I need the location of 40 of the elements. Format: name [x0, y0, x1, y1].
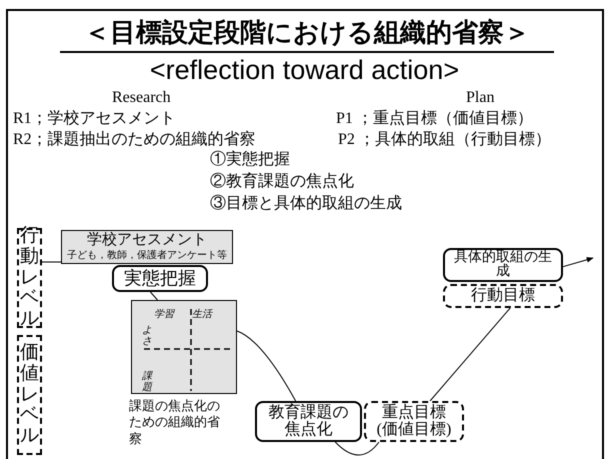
level-box: [17, 228, 42, 328]
subtitle: <reflection toward action>: [148, 54, 460, 87]
matrix-box: [131, 300, 237, 394]
node-label: 実態把握: [124, 267, 196, 290]
goal-box: [364, 401, 464, 442]
text-label: ①実態把握: [210, 150, 290, 170]
arrow: [562, 257, 594, 268]
connector-line: [334, 442, 380, 456]
node-label: 学校アセスメント: [87, 231, 207, 250]
text-label: P1 ；重点目標（価値目標）: [336, 109, 533, 129]
node-label: 重点目標 (価値目標): [376, 404, 452, 438]
connector-line: [42, 261, 62, 262]
node-label: 具体的取組の生成: [453, 251, 553, 279]
axis-label: 学習: [154, 308, 174, 322]
connector-line: [236, 330, 296, 402]
node-label: 行動目標: [471, 286, 535, 306]
process-box: [255, 401, 362, 442]
axis-label: 課題: [142, 371, 152, 393]
assessment-box: [61, 230, 233, 264]
text-label: ②教育課題の焦点化: [210, 172, 354, 192]
text-label: R2；課題抽出のための組織的省察: [13, 130, 256, 150]
text-label: R1；学校アセスメント: [13, 109, 176, 129]
node-label: 教育課題の焦点化: [268, 404, 350, 438]
connector-line: [430, 308, 511, 402]
text-label: ③目標と具体的取組の生成: [210, 194, 402, 214]
process-box: [443, 248, 563, 282]
text-label: Plan: [466, 88, 494, 108]
subtext: 子ども，教師，保護者アンケート等: [67, 250, 227, 263]
text-label: Research: [112, 88, 171, 108]
node-label: 行動レベル: [20, 226, 39, 330]
process-box: [112, 265, 208, 292]
node-label: 課題の焦点化のための組織的省察: [129, 398, 221, 447]
text-label: P2 ；具体的取組（行動目標）: [338, 130, 551, 150]
title: ＜目標設定段階における組織的省察＞: [60, 13, 554, 53]
level-box: [17, 335, 42, 455]
goal-box: [443, 284, 563, 308]
axis-label: よさ: [142, 325, 152, 347]
connector-line: [150, 292, 158, 300]
node-label: 価値レベル: [20, 342, 39, 448]
axis-label: 生活: [192, 308, 212, 322]
